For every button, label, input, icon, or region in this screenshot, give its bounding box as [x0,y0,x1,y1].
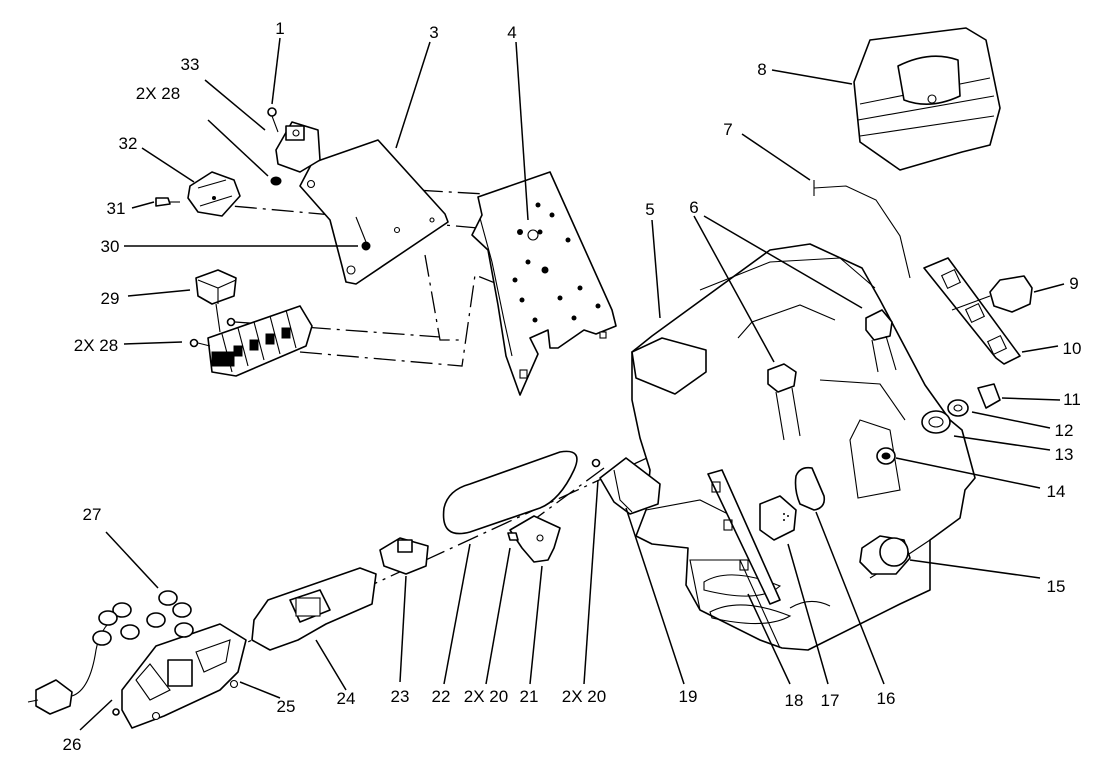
part-18-panel [707,469,781,605]
fuse-block [207,305,313,377]
part-24-bezel [251,567,377,651]
part-7-shift-rod [813,180,911,279]
part-21-switch-bracket [507,515,561,563]
callout-10: 10 [1063,339,1082,358]
part-28-screw-lower [189,317,236,348]
part-13-ring [921,410,951,434]
part-15-indicator [859,535,911,575]
part-8-shift-boot [853,27,1001,171]
callout-11: 11 [1063,390,1081,409]
callout-9: 9 [1069,274,1078,293]
part-28-nut-upper [270,176,316,189]
part-19-bracket [591,457,661,515]
callout-2x28-lower: 2X 28 [74,336,118,355]
callout-26: 26 [63,735,82,754]
part-27-bulb-sockets [92,590,194,646]
part-3-mounting-plate [299,139,449,285]
callout-32: 32 [119,134,138,153]
part-1-ground-wire [267,107,279,133]
part-12-washer [947,399,969,417]
callout-21: 21 [520,687,539,706]
callout-4: 4 [507,23,516,42]
callout-6: 6 [689,198,698,217]
callout-12: 12 [1055,421,1074,440]
callout-3: 3 [429,23,438,42]
part-17-switch [759,495,797,541]
part-26-connector [27,619,120,716]
callout-17: 17 [821,691,840,710]
part-30-stud [355,216,371,251]
axis-line-bracket [424,254,462,341]
callout-2x28-upper: 2X 28 [136,84,180,103]
callout-22: 22 [432,687,451,706]
callout-14: 14 [1047,482,1066,501]
callout-25: 25 [277,697,296,716]
callout-24: 24 [337,689,356,708]
callout-19: 19 [679,687,698,706]
callout-13: 13 [1055,445,1074,464]
part-31-screw [155,197,180,207]
callout-7: 7 [723,120,732,139]
callout-1: 1 [275,19,284,38]
part-33-relay-bracket [275,121,321,173]
part-9-knob [951,275,1033,313]
axis-line-panel [299,274,501,367]
part-4-control-panel-plate [471,171,617,396]
callout-16: 16 [877,689,896,708]
callout-23: 23 [391,687,410,706]
part-22-lens-cover [442,450,578,535]
callout-5: 5 [645,200,654,219]
callout-2x20-left: 2X 20 [464,687,508,706]
callout-27: 27 [83,505,102,524]
callout-8: 8 [757,60,766,79]
part-16-lens [794,466,826,511]
part-10-gate-plate [923,257,1021,365]
part-6-control-levers [767,309,897,441]
callout-18: 18 [785,691,804,710]
part-25-gauge-panel [121,623,247,729]
callout-33: 33 [181,55,200,74]
part-29-relay [195,269,237,333]
part-11-switch [977,383,1001,409]
callout-2x20-right: 2X 20 [562,687,606,706]
callout-15: 15 [1047,577,1066,596]
callout-31: 31 [107,199,126,218]
axis-line-relay [234,321,441,338]
leader-lines [79,37,1065,731]
part-23-switch [379,537,429,575]
part-5-main-housing [631,243,976,651]
callout-30: 30 [101,237,120,256]
callout-29: 29 [101,289,120,308]
callout-labels: 1 3 4 33 2X 28 32 31 30 29 2X 28 8 7 5 6… [63,19,1082,754]
part-32-circuit-breaker [187,171,241,217]
part-14-rotary-switch [876,447,896,465]
